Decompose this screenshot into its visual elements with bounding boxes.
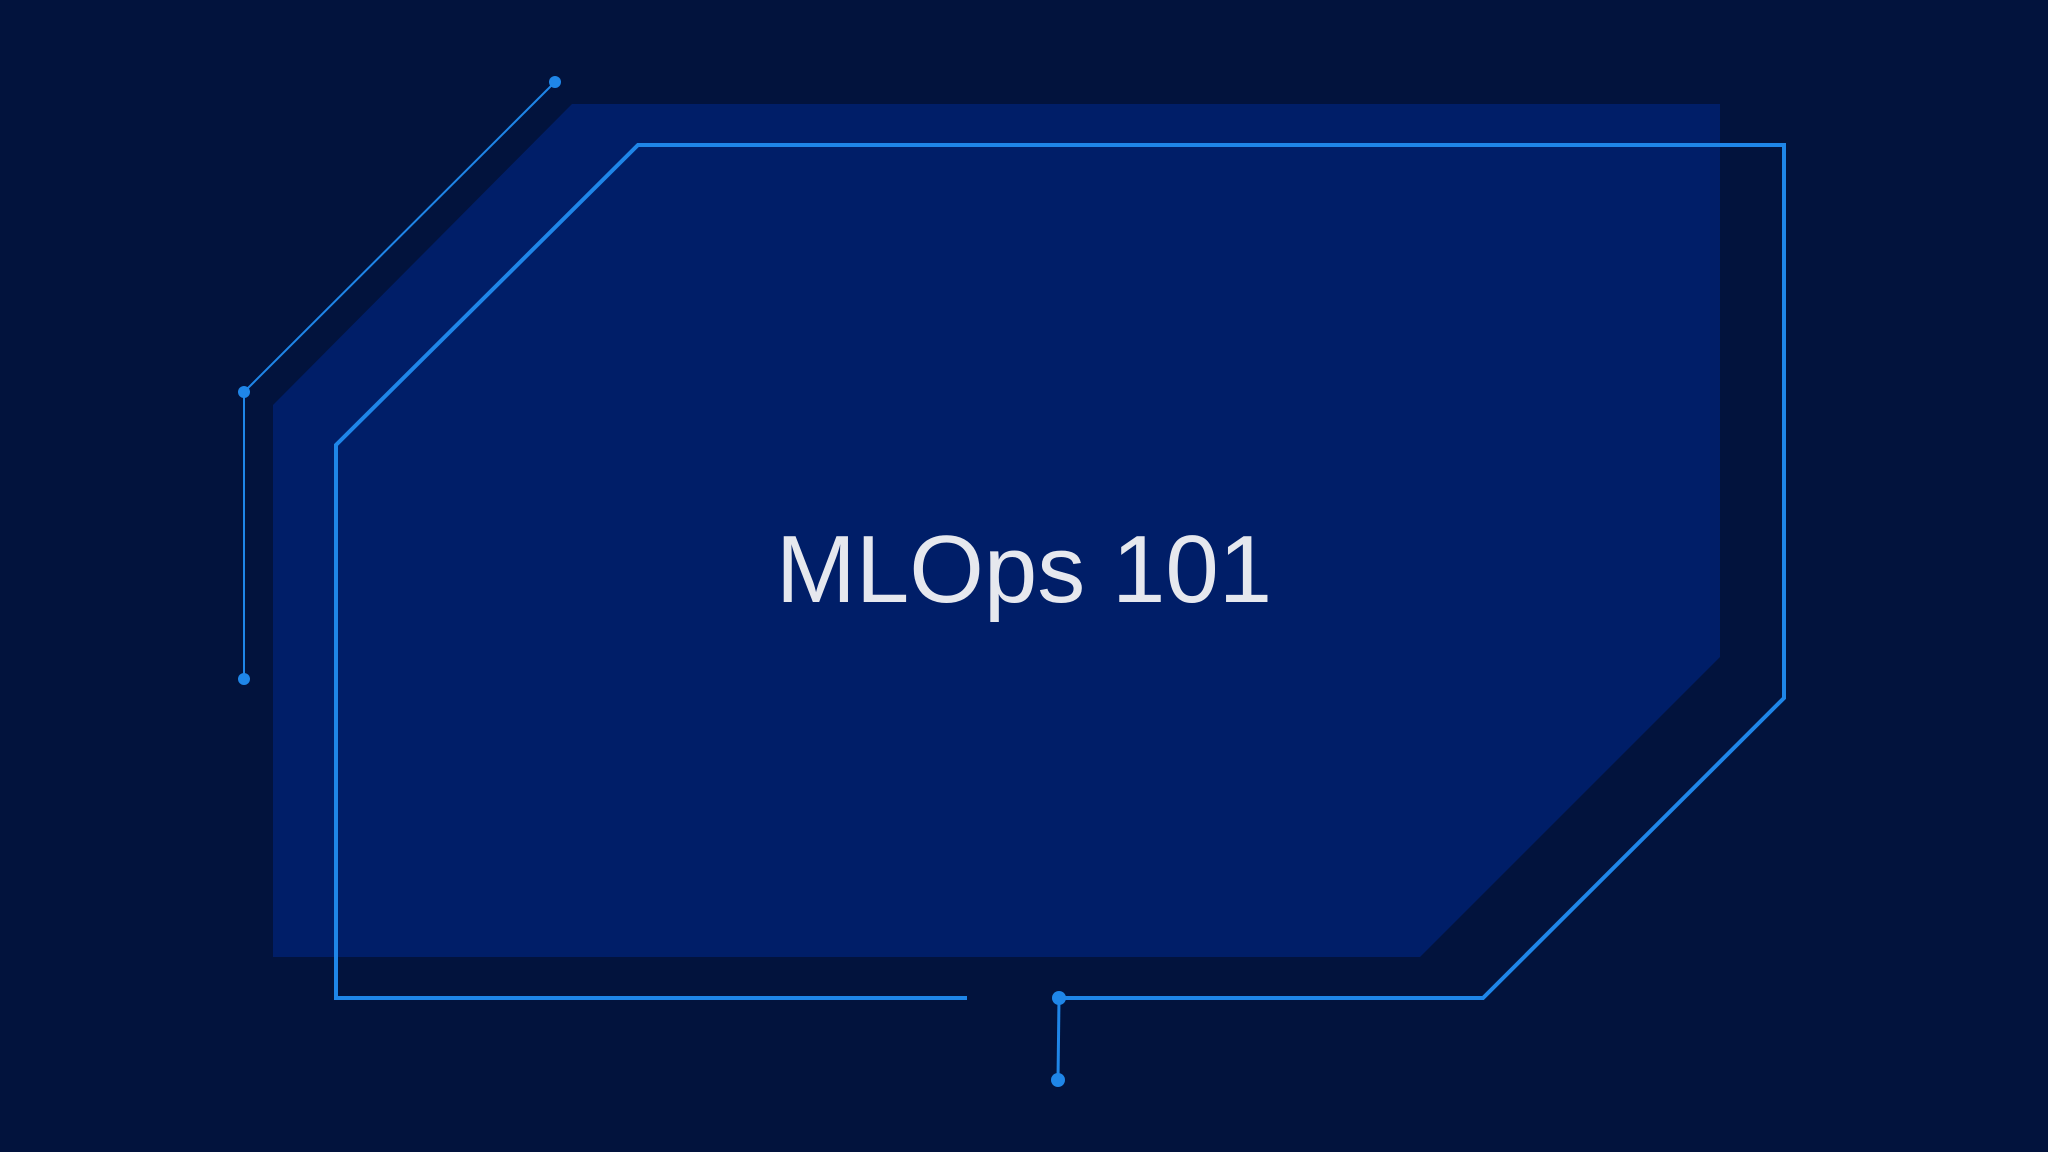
circuit-node-top xyxy=(549,76,561,88)
circuit-node-bottom-lower xyxy=(1051,1073,1065,1087)
background-panel xyxy=(273,104,1720,957)
slide-title: MLOps 101 xyxy=(775,516,1273,623)
circuit-node-left-upper xyxy=(238,386,250,398)
circuit-line-diagonal xyxy=(243,81,556,393)
frame-outline xyxy=(334,143,1786,1000)
circuit-line-bottom xyxy=(1056,997,1061,1081)
circuit-node-bottom-upper xyxy=(1052,991,1066,1005)
circuit-node-left-lower xyxy=(238,673,250,685)
